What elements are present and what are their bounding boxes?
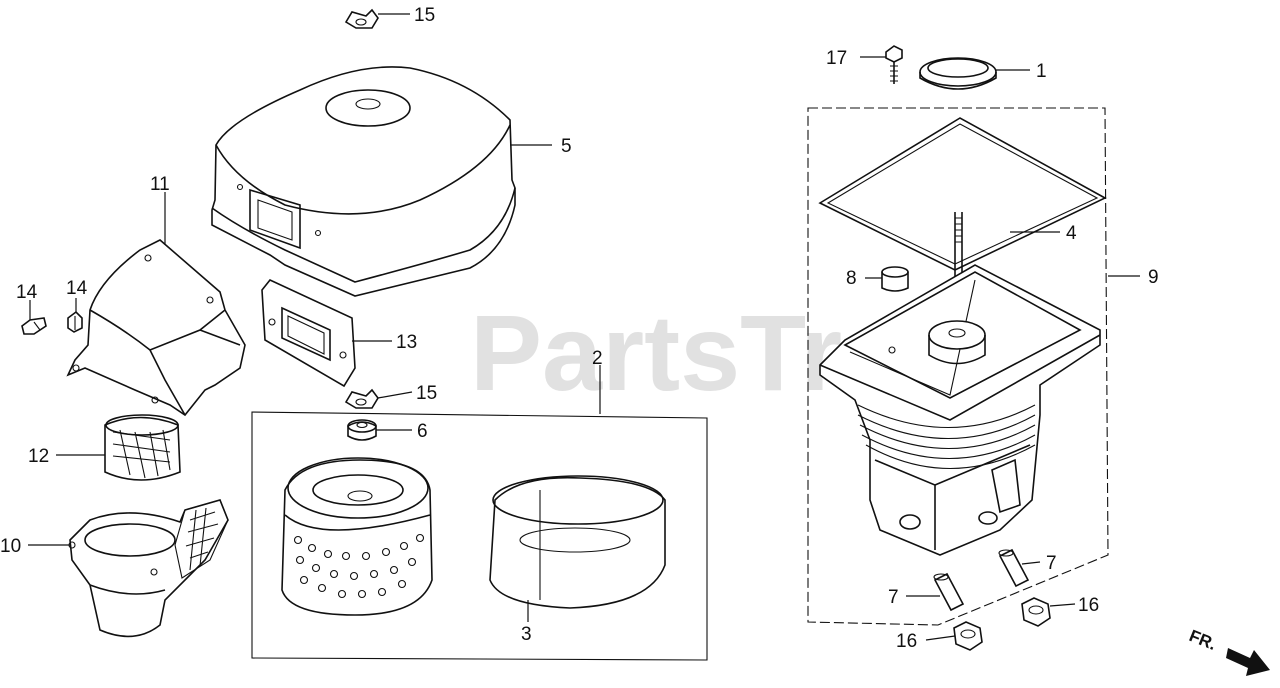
callout-5: 5 — [561, 136, 572, 157]
element-group-box — [251, 411, 708, 661]
callout-17: 17 — [826, 48, 847, 69]
tube-7-right — [998, 548, 1030, 588]
callout-15-top: 15 — [414, 5, 435, 26]
case-group-box — [807, 107, 1109, 626]
nut-16-right — [1021, 597, 1051, 627]
callout-3: 3 — [521, 624, 532, 645]
callout-4: 4 — [1066, 223, 1077, 244]
callout-8: 8 — [846, 268, 857, 289]
callout-16-lower: 16 — [896, 631, 917, 652]
callout-11: 11 — [150, 174, 170, 195]
callout-labels: 1 2 3 4 5 6 7 7 8 9 10 11 12 13 14 14 15… — [0, 5, 1159, 652]
seal-ring — [919, 57, 997, 90]
callout-1: 1 — [1036, 61, 1047, 82]
wing-nut-top — [344, 8, 379, 29]
callout-14-left: 14 — [16, 282, 38, 303]
callout-7-left: 7 — [888, 587, 899, 608]
callout-2: 2 — [592, 348, 603, 369]
bolt-14-left — [21, 317, 47, 335]
paper-filter-element — [281, 457, 433, 616]
callout-13: 13 — [396, 332, 417, 353]
screen-filter — [104, 414, 181, 481]
collar — [881, 266, 909, 292]
front-direction-arrow: FR. — [1187, 626, 1270, 676]
callout-12: 12 — [28, 446, 49, 467]
callout-6: 6 — [417, 421, 428, 442]
callout-14-right: 14 — [66, 278, 88, 299]
foam-filter-element — [489, 475, 666, 609]
callout-9: 9 — [1148, 267, 1159, 288]
nut-16-lower — [953, 621, 983, 651]
bolt-14-right — [67, 310, 83, 333]
callout-16-right: 16 — [1078, 595, 1099, 616]
air-cleaner-cover — [211, 66, 516, 297]
air-cleaner-case — [819, 264, 1101, 556]
svg-text:FR.: FR. — [1187, 626, 1220, 654]
wing-nut-lower — [344, 388, 379, 409]
callout-15-lower: 15 — [416, 383, 437, 404]
intake-gasket — [261, 279, 356, 388]
grommet-nut — [347, 419, 377, 441]
case-gasket — [818, 117, 1107, 271]
leader-lines — [28, 13, 1076, 641]
elbow-housing — [66, 239, 246, 417]
tube-7-left — [933, 572, 965, 612]
air-cleaner-base — [68, 499, 229, 638]
callout-7-right: 7 — [1046, 553, 1057, 574]
bolt-17 — [885, 45, 903, 84]
callout-10: 10 — [0, 536, 21, 557]
